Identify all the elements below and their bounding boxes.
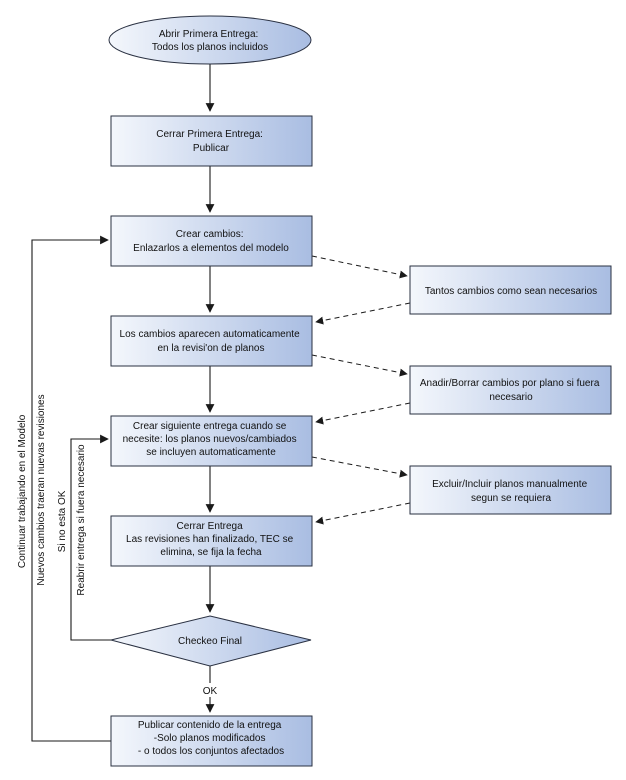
svg-text:Abrir Primera Entrega: T: Abrir Primera Entrega: Todos los planos … — [152, 29, 268, 53]
connector-outer-loop — [31, 235, 111, 742]
node-create-changes: Crear cambios: Enlazarlos a elementos de… — [110, 215, 313, 267]
connector-dashed-from-side-changes — [315, 302, 411, 325]
svg-text:Tantos cambios como sean neces: Tantos cambios como sean necesarios — [425, 286, 597, 297]
outer-loop-line-2: Nuevos cambios traeran nuevas revisiones — [36, 394, 47, 585]
close-first-line-2: Publicar — [193, 143, 230, 154]
connector-inner-loop — [70, 434, 111, 641]
publish-box — [110, 715, 313, 767]
side-exclude-line-2: segun se requiera — [471, 493, 551, 504]
ok-label-backdrop — [198, 683, 222, 697]
outer-loop-label: Continuar trabajando en el Modelo Nuevos… — [17, 394, 47, 585]
svg-text:Si no esta OK Reabrir en: Si no esta OK Reabrir entrega si fuera n… — [57, 444, 87, 596]
svg-text:Checkeo Final: Checkeo Final — [178, 636, 242, 647]
outer-loop-line-1: Continuar trabajando en el Modelo — [17, 414, 28, 568]
start-line-2: Todos los planos incluidos — [152, 42, 268, 53]
final-check-label: Checkeo Final — [178, 636, 242, 647]
create-changes-line-1: Crear cambios: — [176, 229, 244, 240]
svg-text:Crear siguiente entrega cuando: Crear siguiente entrega cuando se necesi… — [123, 421, 300, 458]
changes-appear-box — [110, 315, 313, 367]
connector-dashed-to-side-exclude — [311, 456, 408, 478]
node-close-delivery: Cerrar Entrega Las revisiones han finali… — [110, 515, 313, 567]
connector-dashed-from-side-add-remove — [315, 402, 411, 425]
node-side-changes: Tantos cambios como sean necesarios — [409, 265, 612, 315]
close-delivery-line-1: Cerrar Entrega — [177, 521, 244, 532]
svg-text:Crear cambios: Enlazarlo: Crear cambios: Enlazarlos a elementos de… — [133, 229, 289, 254]
next-delivery-box — [110, 415, 313, 467]
side-add-remove-box — [409, 365, 612, 415]
connector-dashed-to-side-add-remove — [311, 354, 408, 377]
svg-text:Excluir/Incluir planos manualm: Excluir/Incluir planos manualmente segun… — [432, 479, 590, 504]
publish-line-3: - o todos los conjuntos afectados — [138, 746, 284, 757]
start-ellipse — [108, 15, 312, 65]
svg-text:Los cambios aparecen automatic: Los cambios aparecen automaticamente en … — [120, 329, 303, 354]
create-changes-line-2: Enlazarlos a elementos del modelo — [133, 243, 289, 254]
side-changes-line-1: Tantos cambios como sean necesarios — [425, 286, 597, 297]
node-publish: Publicar contenido de la entrega -Solo p… — [110, 715, 313, 767]
side-connectors — [311, 255, 411, 525]
publish-line-1: Publicar contenido de la entrega — [138, 720, 282, 731]
close-first-line-1: Cerrar Primera Entrega: — [156, 129, 263, 140]
connector-dashed-from-side-exclude — [315, 502, 411, 525]
side-changes-box — [409, 265, 612, 315]
node-start: Abrir Primera Entrega: Todos los planos … — [108, 15, 312, 65]
loop-connectors — [31, 235, 111, 742]
side-add-remove-line-2: necesario — [489, 392, 533, 403]
close-first-box — [110, 115, 313, 167]
connector-dashed-to-side-changes — [311, 255, 408, 279]
node-final-check: Checkeo Final — [110, 615, 312, 667]
start-line-1: Abrir Primera Entrega: — [159, 29, 258, 40]
svg-text:Publicar contenido de la entre: Publicar contenido de la entrega -Solo p… — [138, 720, 284, 757]
final-check-diamond — [110, 615, 312, 667]
side-add-remove-line-1: Anadir/Borrar cambios por plano si fuera — [420, 378, 600, 389]
changes-appear-line-2: en la revisi'on de planos — [158, 343, 265, 354]
node-changes-appear: Los cambios aparecen automaticamente en … — [110, 315, 313, 367]
node-side-add-remove: Anadir/Borrar cambios por plano si fuera… — [409, 365, 612, 415]
close-delivery-line-3: elimina, se fija la fecha — [160, 547, 262, 558]
close-delivery-box — [110, 515, 313, 567]
node-close-first-delivery: Cerrar Primera Entrega: Publicar — [110, 115, 313, 167]
svg-text:Continuar trabajando en el Mod: Continuar trabajando en el Modelo Nuevos… — [17, 394, 47, 585]
close-delivery-line-2: Las revisiones han finalizado, TEC se — [126, 534, 294, 545]
create-changes-box — [110, 215, 313, 267]
side-exclude-box — [409, 465, 612, 515]
inner-loop-line-1: Si no esta OK — [57, 490, 68, 552]
side-exclude-line-1: Excluir/Incluir planos manualmente — [432, 479, 588, 490]
next-delivery-line-3: se incluyen automaticamente — [146, 447, 276, 458]
node-next-delivery: Crear siguiente entrega cuando se necesi… — [110, 415, 313, 467]
inner-loop-line-2: Reabrir entrega si fuera necesario — [76, 444, 87, 596]
changes-appear-line-1: Los cambios aparecen automaticamente — [120, 329, 301, 340]
node-side-exclude: Excluir/Incluir planos manualmente segun… — [409, 465, 612, 515]
next-delivery-line-2: necesite: los planos nuevos/cambiados — [123, 434, 297, 445]
svg-text:Anadir/Borrar cambios por plan: Anadir/Borrar cambios por plano si fuera… — [420, 378, 602, 403]
inner-loop-label: Si no esta OK Reabrir entrega si fuera n… — [57, 444, 87, 596]
svg-text:Cerrar Primera Entrega:: Cerrar Primera Entrega: Publicar — [156, 129, 265, 154]
publish-line-2: -Solo planos modificados — [154, 733, 266, 744]
ok-label: OK — [203, 686, 218, 697]
svg-text:Cerrar Entrega Las revis: Cerrar Entrega Las revisiones han finali… — [126, 521, 296, 558]
next-delivery-line-1: Crear siguiente entrega cuando se — [133, 421, 287, 432]
